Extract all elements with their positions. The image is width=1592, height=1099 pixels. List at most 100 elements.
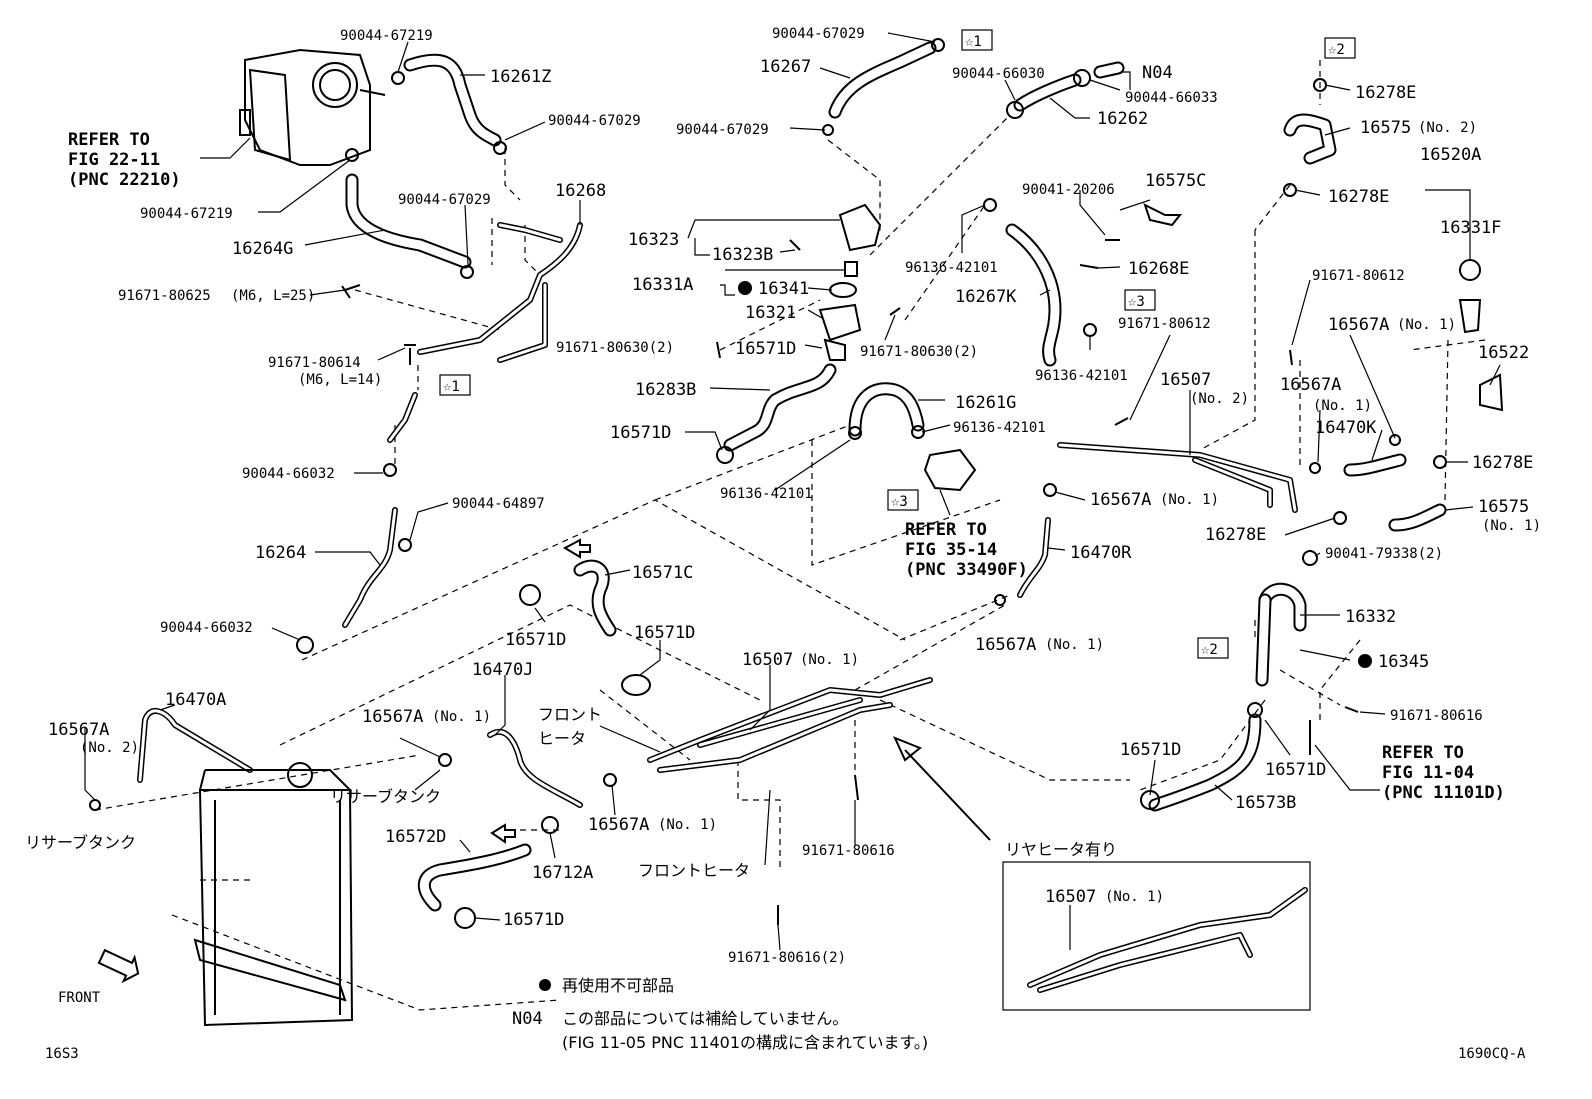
label-front-heater: フロントヒータ: [638, 861, 750, 880]
label-90044-64897: 90044-64897: [452, 496, 545, 512]
label-16575C: 16575C: [1145, 171, 1206, 191]
label-16283B: 16283B: [635, 380, 696, 400]
label-16571D: 16571D: [503, 910, 564, 930]
label-no1: (No. 1): [1313, 398, 1372, 414]
label-16470K: 16470K: [1315, 418, 1377, 438]
non-reusable-dot: [1358, 654, 1372, 668]
pipes: [137, 222, 1308, 993]
label-91671-80614-spec: (M6, L=14): [298, 372, 382, 388]
star-3-mark: ☆3: [1128, 294, 1145, 310]
page-code: 16S3: [45, 1046, 79, 1062]
label-16573B: 16573B: [1235, 793, 1296, 813]
label-91671-80625: 91671-80625: [118, 288, 211, 304]
part-labels: 90044-67219 16261Z 90044-67029 REFER TO …: [25, 26, 1541, 1006]
label-no1: (No. 1): [800, 652, 859, 668]
refer-to-line3: (PNC 11101D): [1382, 783, 1505, 803]
label-90044-67029: 90044-67029: [398, 192, 491, 208]
legend-n04-code: N04: [512, 1009, 543, 1029]
label-16567A: 16567A: [1280, 375, 1341, 395]
label-90044-66033: 90044-66033: [1125, 90, 1218, 106]
legend: 再使用不可部品 N04 この部品については補給していません。 (FIG 11-0…: [45, 976, 1526, 1062]
label-16507: 16507: [742, 650, 793, 670]
label-16261G: 16261G: [955, 393, 1016, 413]
label-16321: 16321: [745, 303, 796, 323]
label-16323B: 16323B: [712, 245, 773, 265]
label-96136-42101: 96136-42101: [720, 486, 813, 502]
label-90044-67029: 90044-67029: [676, 122, 769, 138]
label-16331A: 16331A: [632, 275, 693, 295]
hoses: [345, 41, 1447, 912]
label-91671-80625-spec: (M6, L=25): [231, 288, 315, 304]
components: [89, 38, 1504, 1027]
refer-to-line1: REFER TO: [68, 130, 150, 150]
label-16520A: 16520A: [1420, 145, 1481, 165]
label-rear-heater-equipped: リヤヒータ有り: [1005, 840, 1117, 859]
label-16522: 16522: [1478, 343, 1529, 363]
label-91671-80616: 91671-80616(2): [728, 950, 846, 966]
label-16575: 16575: [1360, 118, 1411, 138]
label-no2: (No. 2): [80, 740, 139, 756]
label-N04: N04: [1142, 63, 1173, 83]
label-no1: (No. 1): [1160, 492, 1219, 508]
label-91671-80612: 91671-80612: [1118, 316, 1211, 332]
label-16332: 16332: [1345, 607, 1396, 627]
star-marks: [439, 29, 1356, 659]
refer-to-line2: FIG 35-14: [905, 540, 997, 560]
label-16571D: 16571D: [505, 630, 566, 650]
label-no1: (No. 1): [432, 709, 491, 725]
label-91671-80616: 91671-80616: [1390, 708, 1483, 724]
label-16278E: 16278E: [1205, 525, 1266, 545]
leader-lines: [84, 32, 1501, 951]
label-reservoir-tank: リサーブタンク: [330, 787, 441, 806]
label-16470A: 16470A: [165, 690, 226, 710]
label-16571D: 16571D: [735, 339, 796, 359]
label-16572D: 16572D: [385, 827, 446, 847]
label-16331F: 16331F: [1440, 218, 1501, 238]
label-16567A: 16567A: [362, 707, 423, 727]
label-96136-42101: 96136-42101: [1035, 368, 1128, 384]
label-16571D: 16571D: [1120, 740, 1181, 760]
label-16567A: 16567A: [1328, 315, 1389, 335]
label-91671-80614: 91671-80614: [268, 355, 361, 371]
label-16341: 16341: [758, 279, 809, 299]
label-16264: 16264: [255, 543, 306, 563]
label-16268E: 16268E: [1128, 259, 1189, 279]
label-no1: (No. 1): [1045, 637, 1104, 653]
label-16470R: 16470R: [1070, 543, 1132, 563]
label-16567A: 16567A: [975, 635, 1036, 655]
label-no1: (No. 1): [1482, 518, 1541, 534]
label-front-heater: ヒータ: [538, 729, 586, 748]
star-2-mark: ☆2: [1201, 642, 1218, 658]
label-16571D: 16571D: [1265, 760, 1326, 780]
label-91671-80612: 91671-80612: [1312, 268, 1405, 284]
assembly-dashed-lines: [94, 60, 1486, 1011]
label-no1: (No. 1): [1397, 317, 1456, 333]
label-90044-66032: 90044-66032: [160, 620, 253, 636]
star-2-mark: ☆2: [1328, 42, 1345, 58]
non-reusable-dot: [738, 281, 752, 295]
label-16261Z: 16261Z: [490, 67, 551, 87]
label-16507: 16507: [1045, 887, 1096, 907]
star-1-mark: ☆1: [443, 379, 460, 395]
legend-dot-icon: [539, 979, 551, 991]
label-front: FRONT: [58, 990, 101, 1006]
label-96136-42101: 96136-42101: [905, 260, 998, 276]
label-16571D: 16571D: [634, 623, 695, 643]
label-91671-80630: 91671-80630(2): [860, 344, 978, 360]
throttle-body: [239, 48, 386, 166]
label-16712A: 16712A: [532, 863, 593, 883]
label-90044-66030: 90044-66030: [952, 66, 1045, 82]
label-16567A: 16567A: [588, 815, 649, 835]
label-16567A: 16567A: [48, 720, 109, 740]
label-16567A: 16567A: [1090, 490, 1151, 510]
label-no1: (No. 1): [1105, 889, 1164, 905]
label-16278E: 16278E: [1355, 83, 1416, 103]
refer-to-line3: (PNC 33490F): [905, 560, 1028, 580]
label-no2: (No. 2): [1418, 120, 1477, 136]
label-no2: (No. 2): [1190, 391, 1249, 407]
label-16571D: 16571D: [610, 423, 671, 443]
refer-to-line3: (PNC 22210): [68, 170, 181, 190]
label-16278E: 16278E: [1328, 187, 1389, 207]
legend-n04-line2: (FIG 11-05 PNC 11401の構成に含まれています。): [562, 1033, 928, 1052]
star-3-mark: ☆3: [891, 494, 908, 510]
